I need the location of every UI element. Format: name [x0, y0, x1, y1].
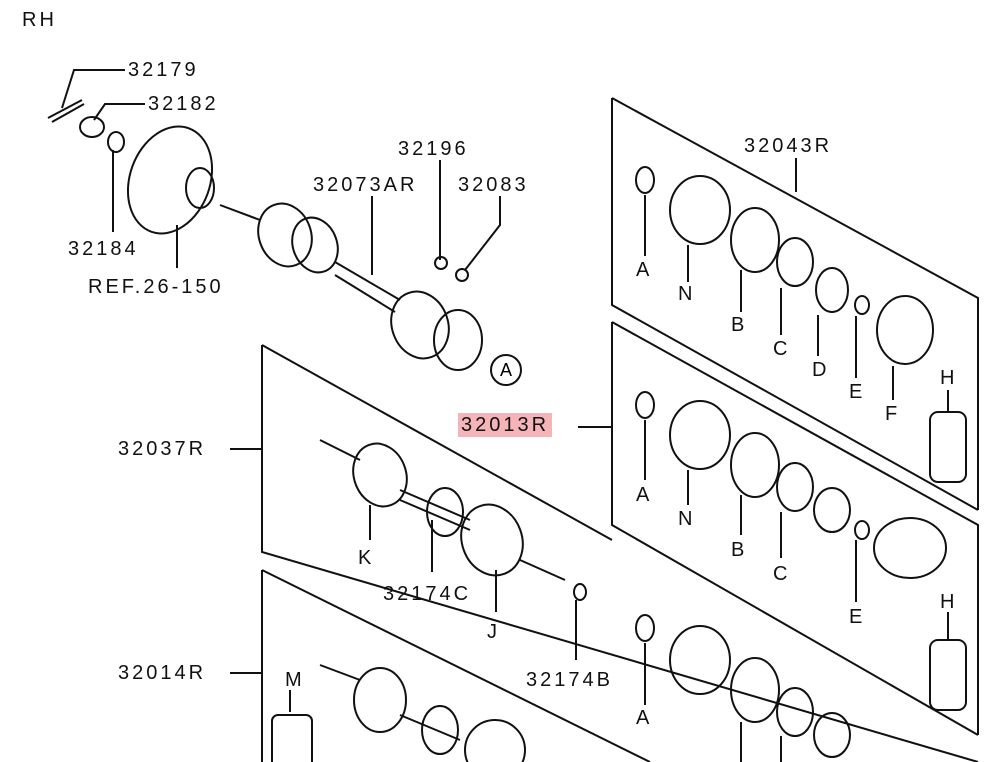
- kit-panel-32043R: [611, 97, 979, 511]
- letter-n: N: [678, 508, 696, 530]
- callout-32083[interactable]: 32083: [458, 174, 529, 196]
- callout-32174C[interactable]: 32174C: [383, 583, 472, 605]
- letter-h: H: [940, 591, 958, 613]
- kit-parts-32043R: [635, 166, 967, 483]
- letter-m: M: [285, 669, 305, 691]
- kit-parts-32013R: [635, 391, 967, 711]
- drive-shaft-32014R: [271, 664, 526, 762]
- callout-32037R[interactable]: 32037R: [118, 438, 207, 460]
- kit-panel-32014R: [261, 569, 651, 762]
- callout-32174B[interactable]: 32174B: [526, 669, 613, 691]
- letter-b: B: [731, 314, 748, 336]
- letter-c: C: [773, 563, 791, 585]
- letter-d: D: [812, 359, 830, 381]
- letter-n: N: [678, 283, 696, 305]
- side-label: RH: [22, 9, 57, 31]
- letter-k: K: [358, 547, 375, 569]
- letter-a: A: [636, 484, 653, 506]
- callout-32182[interactable]: 32182: [148, 93, 219, 115]
- letter-f: F: [885, 403, 901, 425]
- callout-32184[interactable]: 32184: [68, 238, 139, 260]
- kit-parts-32014R: [635, 614, 851, 762]
- letter-a: A: [636, 259, 653, 281]
- kit-panel-32037R: [261, 344, 979, 762]
- drive-shaft-32073AR: [219, 202, 483, 371]
- letter-j: J: [487, 621, 500, 643]
- letter-e: E: [849, 381, 866, 403]
- callout-32013R-highlighted[interactable]: 32013R: [458, 413, 553, 437]
- callout-32179[interactable]: 32179: [128, 59, 199, 81]
- callout-32014R[interactable]: 32014R: [118, 662, 207, 684]
- kit-panel-32013R: [611, 321, 979, 736]
- hub-assembly: [47, 99, 215, 235]
- circle-ref-a: A: [490, 354, 522, 386]
- leader-lines: [61, 69, 797, 712]
- letter-e: E: [849, 606, 866, 628]
- letter-c: C: [773, 338, 791, 360]
- drive-shaft-32037R: [319, 439, 587, 601]
- letter-b: B: [731, 539, 748, 561]
- callout-ref-26-150[interactable]: REF.26-150: [88, 276, 224, 298]
- letter-h: H: [940, 367, 958, 389]
- callout-32043R[interactable]: 32043R: [744, 135, 833, 157]
- callout-32196[interactable]: 32196: [398, 138, 469, 160]
- letter-a: A: [636, 707, 653, 729]
- callout-32073AR[interactable]: 32073AR: [313, 174, 418, 196]
